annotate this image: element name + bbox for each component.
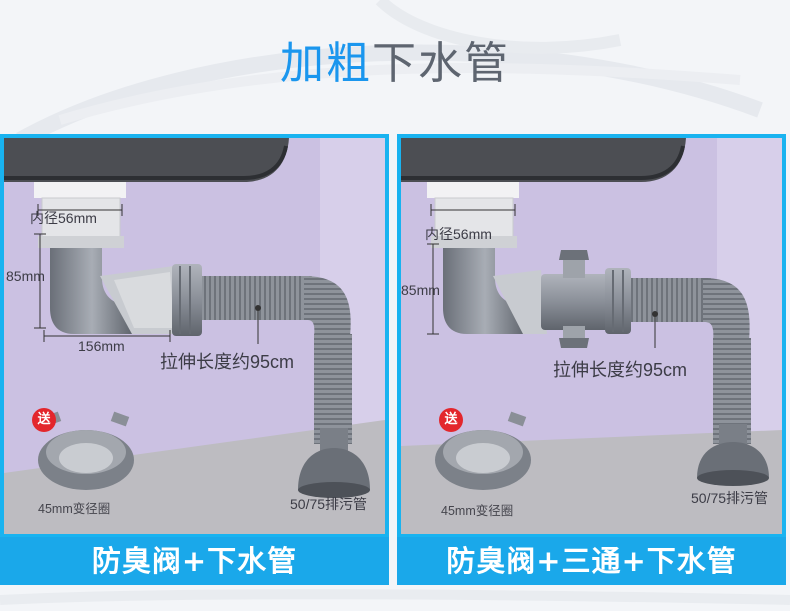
stretch-length-label: 拉伸长度约95cm: [553, 360, 688, 380]
page-title: 加粗下水管: [0, 34, 790, 94]
inner-diameter-label: 内径56mm: [425, 226, 492, 242]
reducer-ring-label: 45mm变径圈: [441, 504, 514, 518]
title-rest: 下水管: [372, 38, 510, 89]
footer-drain-pipe: 防臭阀+下水管: [0, 537, 389, 585]
footer-drain-pipe-tee: 防臭阀+三通+下水管: [397, 537, 786, 585]
gift-badge: 送: [439, 408, 463, 432]
drain-label: 50/75排污管: [290, 496, 368, 512]
width-label: 156mm: [78, 338, 125, 354]
inner-diameter-label: 内径56mm: [30, 210, 97, 226]
height-label: 85mm: [6, 268, 45, 284]
panel-drain-pipe-tee: 内径56mm 85mm 拉伸长度约95cm 50/75排污管 送 45mm变径圈: [397, 134, 786, 538]
drain-pipe-illustration: [4, 138, 385, 534]
panel-drain-pipe: 内径56mm 85mm 156mm 拉伸长度约95cm 50/75排污管 送 4…: [0, 134, 389, 538]
title-highlight: 加粗: [280, 38, 372, 89]
drain-pipe-tee-illustration: [401, 138, 782, 534]
gift-badge: 送: [32, 408, 56, 432]
stretch-length-label: 拉伸长度约95cm: [160, 352, 295, 372]
reducer-ring-label: 45mm变径圈: [38, 502, 111, 516]
drain-label: 50/75排污管: [691, 490, 769, 506]
height-label: 85mm: [401, 282, 440, 298]
